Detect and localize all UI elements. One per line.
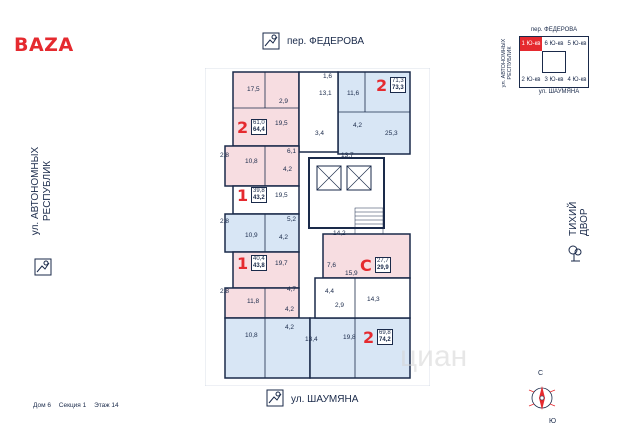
room-area: 4,2 bbox=[285, 306, 295, 313]
tree-icon bbox=[566, 244, 584, 267]
compass-south: Ю bbox=[549, 418, 557, 425]
room-area: 7,6 bbox=[327, 262, 337, 269]
legend-cell-3: 3 Ю-кв bbox=[544, 77, 564, 83]
street-left-line2: РЕСПУБЛИК bbox=[42, 160, 53, 222]
room-area: 19,7 bbox=[275, 260, 288, 267]
apartment-rooms: 1 bbox=[237, 254, 249, 273]
room-area: 15,9 bbox=[345, 270, 358, 277]
room-area: 11,6 bbox=[347, 90, 360, 97]
room-area: 2,9 bbox=[335, 302, 345, 309]
room-area: 11,8 bbox=[247, 298, 260, 305]
legend-cell-2: 2 Ю-кв bbox=[521, 77, 541, 83]
street-top-label: пер. ФЕДЕРОВА bbox=[287, 36, 365, 47]
legend-cell-4: 4 Ю-кв bbox=[567, 77, 587, 83]
legend-top-street: пер. ФЕДЕРОВА bbox=[530, 27, 578, 33]
legend-side-street: ул. АВТОНОМНЫХ РЕСПУБЛИК bbox=[501, 38, 513, 88]
room-area: 4,2 bbox=[279, 234, 289, 241]
room-area: 2,8 bbox=[220, 218, 230, 225]
compass: С Ю bbox=[525, 370, 559, 428]
street-bottom-label: ул. ШАУМЯНА bbox=[291, 394, 359, 405]
street-right-label: ТИХИЙ ДВОР bbox=[568, 201, 590, 236]
section-number: Секция 1 bbox=[58, 402, 87, 409]
legend-bottom-street: ул. ШАУМЯНА bbox=[538, 89, 580, 95]
compass-north: С bbox=[538, 370, 544, 377]
floor-plan: 17,5 2,9 19,5 1,6 13,1 11,6 3,4 25,3 4,2… bbox=[205, 68, 430, 386]
room-area: 17,5 bbox=[247, 86, 260, 93]
map-icon bbox=[262, 32, 280, 55]
room-area: 25,3 bbox=[385, 130, 398, 137]
room-area: 5,2 bbox=[287, 216, 297, 223]
apartment-rooms: 2 bbox=[376, 76, 388, 95]
section-legend: пер. ФЕДЕРОВА 1 Ю-кв 6 Ю-кв 5 Ю-кв 2 Ю-к… bbox=[501, 27, 597, 107]
brand-logo: BAZA bbox=[14, 34, 74, 56]
total-area: 43,8 bbox=[253, 263, 265, 269]
living-area: 40,4 bbox=[253, 256, 265, 262]
living-area: 39,8 bbox=[253, 188, 265, 194]
total-area: 73,3 bbox=[392, 85, 404, 91]
street-left-line1: ул. АВТОНОМНЫХ bbox=[30, 146, 41, 236]
room-area: 3,4 bbox=[315, 130, 325, 137]
total-area: 29,9 bbox=[377, 265, 389, 271]
living-area: 27,7 bbox=[377, 258, 389, 264]
room-area: 13,1 bbox=[319, 90, 332, 97]
room-area: 13,7 bbox=[341, 152, 354, 159]
room-area: 10,8 bbox=[245, 332, 258, 339]
living-area: 61,0 bbox=[253, 120, 265, 126]
living-area: 71,3 bbox=[392, 78, 404, 84]
street-left-label: ул. АВТОНОМНЫХ РЕСПУБЛИК bbox=[30, 136, 54, 246]
total-area: 43,2 bbox=[253, 195, 265, 201]
room-area: 10,9 bbox=[245, 232, 258, 239]
room-area: 14,2 bbox=[333, 230, 346, 237]
room-area: 19,8 bbox=[343, 334, 356, 341]
legend-core bbox=[542, 51, 566, 73]
room-area: 2,8 bbox=[220, 152, 230, 159]
total-area: 74,2 bbox=[379, 337, 391, 343]
legend-cell-6: 6 Ю-кв bbox=[544, 41, 564, 47]
apartment-rooms: 2 bbox=[363, 328, 375, 347]
room-area: 4,4 bbox=[325, 288, 335, 295]
compass-icon bbox=[528, 386, 556, 410]
room-area: 4,2 bbox=[283, 166, 293, 173]
map-icon bbox=[266, 389, 284, 412]
room-area: 4,2 bbox=[285, 324, 295, 331]
room-area: 2,9 bbox=[279, 98, 289, 105]
room-area: 13,4 bbox=[305, 336, 318, 343]
watermark: циан bbox=[400, 340, 468, 373]
apartment-rooms: 2 bbox=[237, 118, 249, 137]
room-area: 2,8 bbox=[220, 288, 230, 295]
total-area: 64,4 bbox=[253, 127, 265, 133]
room-area: 4,2 bbox=[353, 122, 363, 129]
living-area: 69,8 bbox=[379, 330, 391, 336]
house-number: Дом 6 bbox=[33, 402, 51, 409]
apartment-rooms: 1 bbox=[237, 186, 249, 205]
room-area: 4,7 bbox=[287, 286, 297, 293]
legend-cell-1: 1 Ю-кв bbox=[520, 37, 542, 51]
floor-number: Этаж 14 bbox=[94, 402, 119, 409]
apartment-rooms: C bbox=[360, 256, 372, 275]
legend-plan: 1 Ю-кв 6 Ю-кв 5 Ю-кв 2 Ю-кв 3 Ю-кв 4 Ю-к… bbox=[519, 36, 589, 88]
footer-info: Дом 6 Секция 1 Этаж 14 bbox=[33, 402, 125, 409]
map-icon bbox=[34, 258, 52, 281]
room-area: 14,3 bbox=[367, 296, 380, 303]
legend-cell-5: 5 Ю-кв bbox=[567, 41, 587, 47]
room-area: 1,6 bbox=[323, 73, 333, 80]
room-area: 6,1 bbox=[287, 148, 297, 155]
room-area: 19,5 bbox=[275, 120, 288, 127]
room-area: 10,8 bbox=[245, 158, 258, 165]
room-area: 19,5 bbox=[275, 192, 288, 199]
